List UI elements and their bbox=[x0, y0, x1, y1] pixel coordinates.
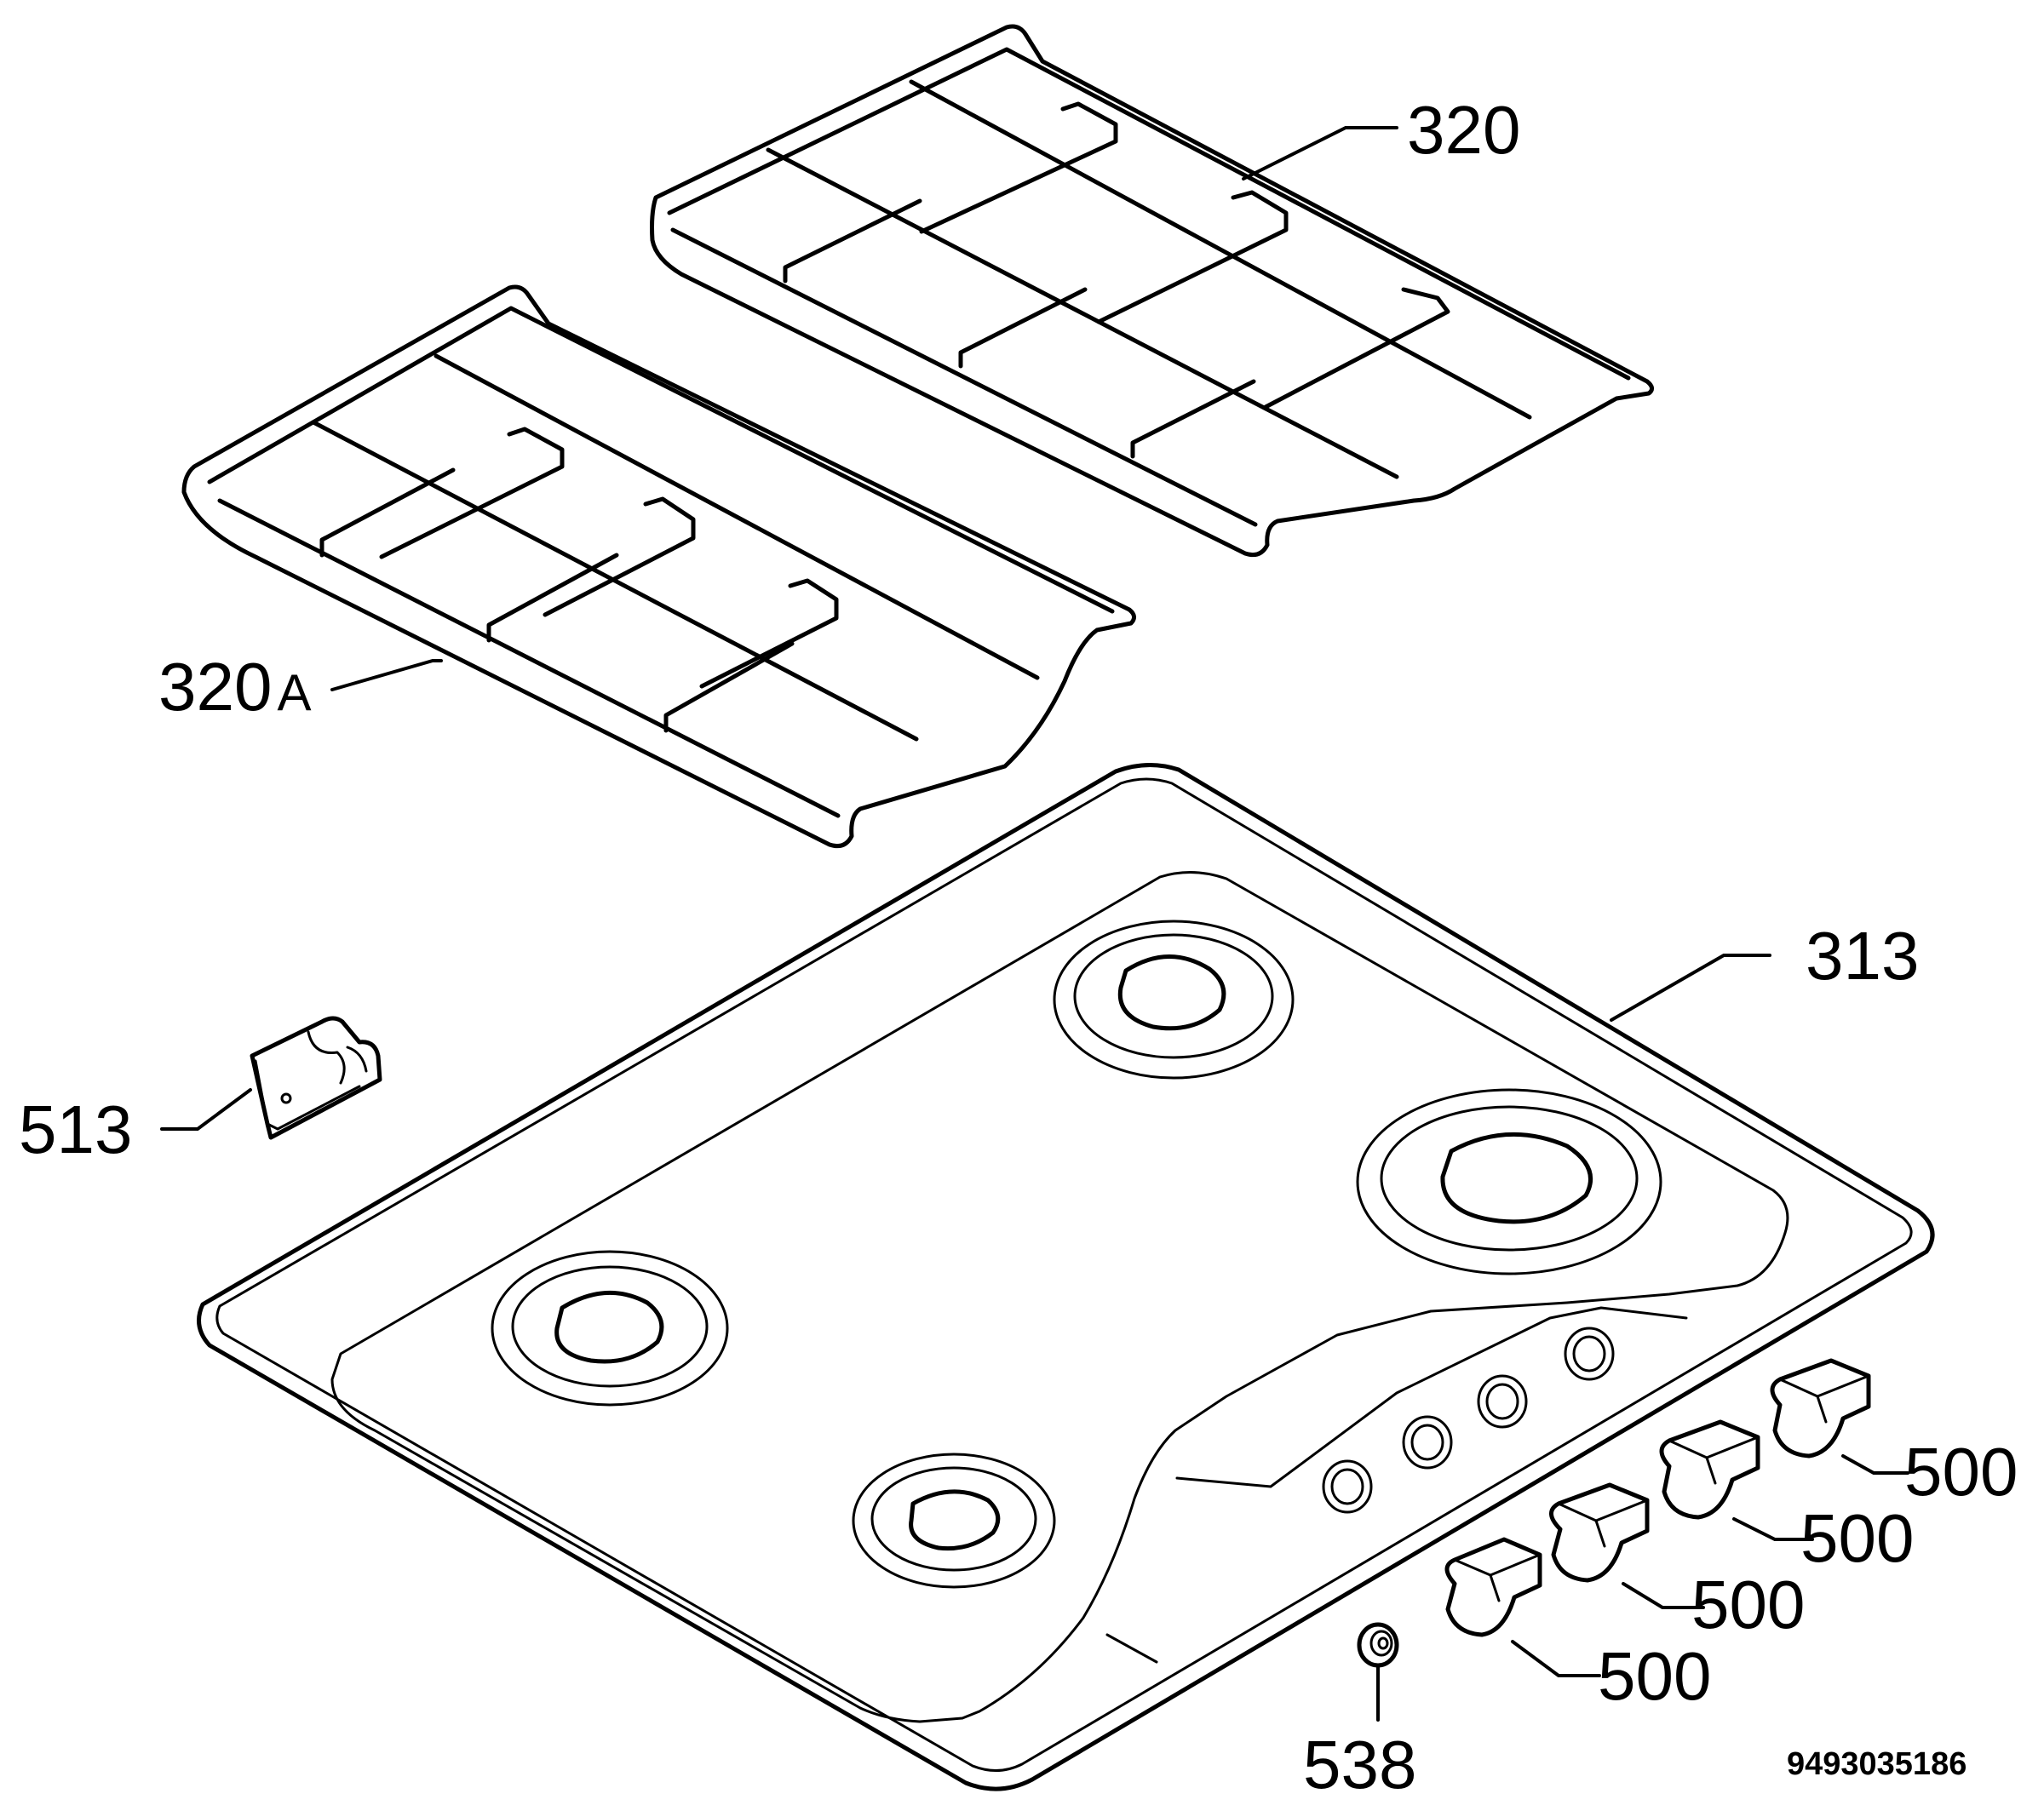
label-500-3: 500 bbox=[1800, 1500, 1914, 1576]
leader-500-3 bbox=[1732, 1517, 1814, 1541]
label-500-1: 500 bbox=[1598, 1638, 1711, 1714]
fixing-bracket-513 bbox=[250, 1016, 382, 1140]
burner-rear-right bbox=[1053, 920, 1295, 1080]
burner-rear-left bbox=[491, 1250, 729, 1407]
hob-top-plate-313 bbox=[197, 762, 1935, 1791]
leader-500-1 bbox=[1511, 1640, 1601, 1677]
spindle-ring-538 bbox=[1357, 1622, 1399, 1668]
label-500-2: 500 bbox=[1691, 1567, 1805, 1642]
control-knob-500-4 bbox=[1770, 1358, 1871, 1459]
leader-320 bbox=[1242, 126, 1398, 181]
label-320: 320 bbox=[1407, 92, 1520, 168]
label-538: 538 bbox=[1303, 1727, 1416, 1802]
label-500-4: 500 bbox=[1904, 1434, 2018, 1510]
leader-313 bbox=[1610, 954, 1771, 1022]
control-knob-500-3 bbox=[1659, 1419, 1760, 1520]
label-513: 513 bbox=[19, 1092, 132, 1167]
document-number: 9493035186 bbox=[1787, 1746, 1966, 1782]
pan-support-grid-320A bbox=[181, 284, 1136, 849]
leader-lines bbox=[160, 126, 1909, 1722]
leader-513 bbox=[160, 1088, 252, 1131]
leader-320A bbox=[330, 659, 443, 691]
leader-500-4 bbox=[1841, 1454, 1909, 1475]
leader-500-2 bbox=[1622, 1582, 1705, 1609]
label-313: 313 bbox=[1806, 918, 1919, 994]
control-knob-500-2 bbox=[1549, 1482, 1650, 1583]
control-knob-500-1 bbox=[1444, 1537, 1542, 1637]
burner-front-right-large bbox=[1356, 1088, 1662, 1275]
control-knob-holes bbox=[1322, 1327, 1615, 1514]
burner-front-left bbox=[852, 1453, 1056, 1589]
pan-support-grid-320 bbox=[650, 24, 1654, 558]
